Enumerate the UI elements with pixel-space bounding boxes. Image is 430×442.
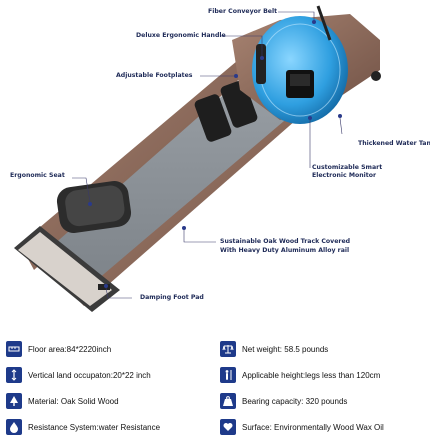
callout-track-1: Sustainable Oak Wood Track Covered (220, 238, 351, 245)
callout-handle: Deluxe Ergonomic Handle (136, 32, 226, 39)
spec-surface-text: Surface: Environmentally Wood Wax Oil (242, 422, 384, 432)
damping-foot-pad (98, 284, 110, 290)
vertical-measure-icon (6, 367, 22, 383)
spec-vertical-text: Vertical land occupaton:20*22 inch (28, 370, 151, 380)
spec-height: Applicable height:legs less than 120cm (220, 366, 380, 384)
spec-material: Material: Oak Solid Wood (6, 392, 119, 410)
spec-floor-area: Floor area:84*2220inch (6, 340, 111, 358)
callout-water-tank: Thickened Water Tank (358, 140, 430, 147)
ruler-icon (6, 341, 22, 357)
scale-icon (220, 341, 236, 357)
spec-bearing: Bearing capacity: 320 pounds (220, 392, 347, 410)
heart-icon (220, 419, 236, 435)
spec-resistance: Resistance System:water Resistance (6, 418, 160, 436)
spec-net-weight: Net weight: 58.5 pounds (220, 340, 328, 358)
tree-icon (6, 393, 22, 409)
spec-surface: Surface: Environmentally Wood Wax Oil (220, 418, 384, 436)
seat (56, 181, 132, 233)
callout-monitor-1: Customizable Smart (312, 164, 383, 171)
spec-bearing-text: Bearing capacity: 320 pounds (242, 396, 348, 406)
fiber-belt (316, 5, 332, 41)
spec-floor-area-text: Floor area:84*2220inch (28, 344, 112, 354)
spec-material-text: Material: Oak Solid Wood (28, 396, 119, 406)
person-height-icon (220, 367, 236, 383)
callout-track-2: With Heavy Duty Aluminum Alloy rail (220, 247, 350, 254)
spec-height-text: Applicable height:legs less than 120cm (242, 370, 381, 380)
spec-vertical: Vertical land occupaton:20*22 inch (6, 366, 151, 384)
callout-foot-pad: Damping Foot Pad (140, 294, 204, 301)
handle (256, 44, 266, 84)
specifications: Floor area:84*2220inch Vertical land occ… (0, 320, 430, 442)
callout-lines (72, 11, 343, 299)
spec-net-weight-text: Net weight: 58.5 pounds (242, 344, 329, 354)
weight-icon (220, 393, 236, 409)
callout-monitor-2: Electronic Monitor (312, 172, 377, 179)
callout-fiber-belt: Fiber Conveyor Belt (208, 8, 278, 15)
rowing-machine-illustration (14, 5, 381, 312)
water-drop-icon (6, 419, 22, 435)
spec-resistance-text: Resistance System:water Resistance (28, 422, 161, 432)
callout-seat: Ergonomic Seat (10, 172, 65, 179)
callout-footplates: Adjustable Footplates (116, 72, 193, 79)
callout-dots (88, 20, 342, 288)
